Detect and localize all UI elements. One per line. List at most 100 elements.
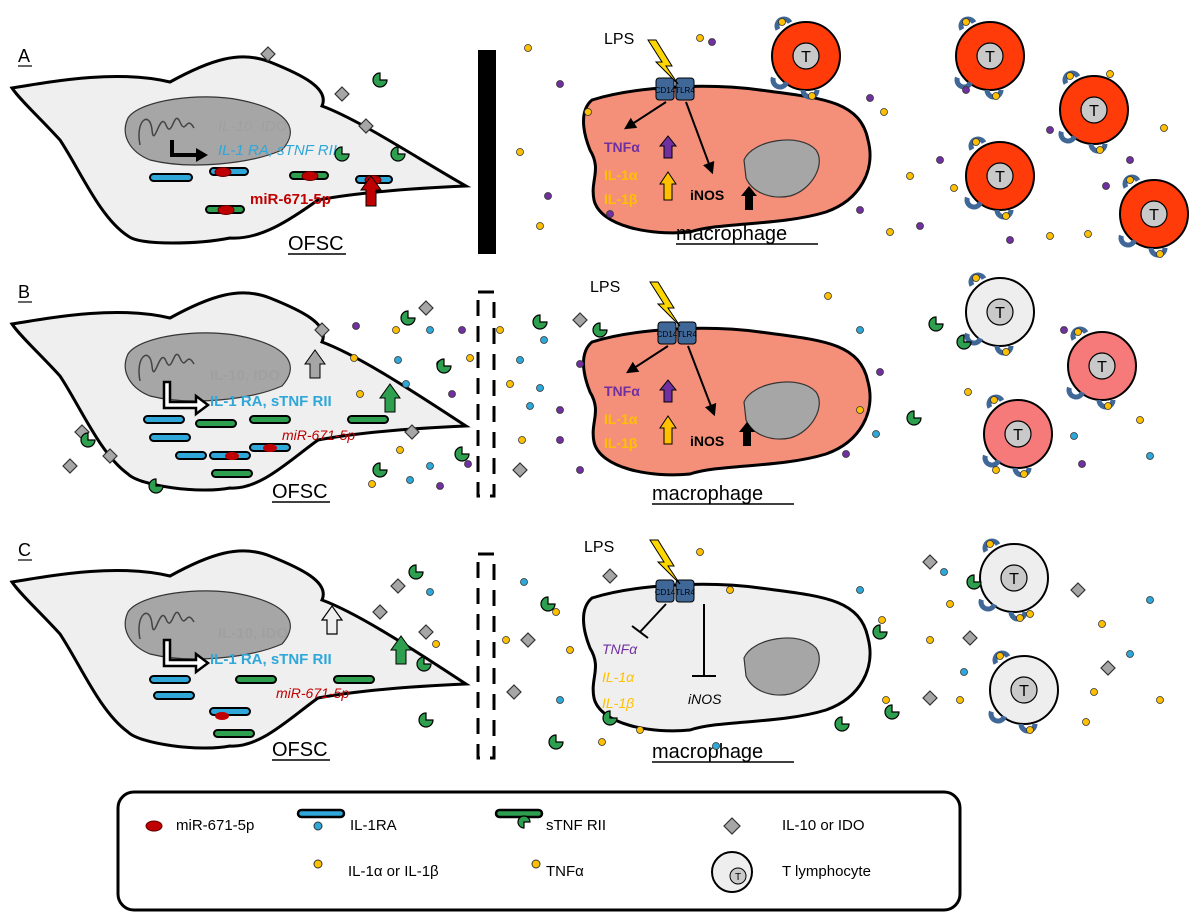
cytokine-molecule [696,548,704,556]
legend-stnf-label: sTNF RII [546,817,606,834]
legend-il10-label: IL-10 or IDO [782,817,865,834]
cytokine-bound [962,18,970,26]
cytokine-bound [808,92,816,100]
cytokine-molecule [1046,232,1054,240]
stnf-rii-molecule [540,596,556,612]
ofsc-label: OFSC [272,739,328,761]
cytokine-molecule [1006,236,1014,244]
cytokine-molecule [1106,70,1114,78]
receptor-complex: CD14 TLR4 [655,579,695,603]
signal-arrow [687,345,717,417]
label-il1ra: IL-1 RA, sTNF RII [218,142,337,159]
signal-arrow [625,345,669,374]
stnf-rii-molecule [872,624,888,640]
cytokine-molecule [356,390,364,398]
macrophage-label: macrophage [652,483,763,505]
panel-a: A IL-10, IDO IL-1 RA, sTNF RII miR-671-5… [9,31,872,255]
il10-ido-molecule [418,624,434,640]
t-lymphocyte-label: T [995,305,1005,322]
cytokine-molecule [502,636,510,644]
up-arrow-il1 [659,171,677,201]
il10-ido-molecule [602,568,618,584]
dashed-barrier [476,552,496,760]
label-inos: iNOS [690,433,724,449]
t-lymphocyte-label: T [1089,103,1099,120]
panel-letter-b: B [18,282,30,302]
dashed-barrier [476,290,496,498]
t-lymphocyte-nucleus [986,162,1014,190]
t-cell-receptor [978,598,997,612]
tlr4-label: TLR4 [675,86,695,95]
cytokine-molecule [940,568,948,576]
il10-ido-molecule [260,46,276,62]
t-cell-receptor [954,76,973,90]
stnf-rii-molecule [418,712,434,728]
t-cell-receptor [964,196,983,210]
cytokine-bound [972,274,980,282]
cytokine-molecule [520,578,528,586]
cytokine-molecule [856,586,864,594]
macrophage-label: macrophage [652,741,763,763]
stnf-rii-molecule [334,146,350,162]
cytokine-molecule [536,222,544,230]
cytokine-molecule [1070,432,1078,440]
cytokine-molecule [576,466,584,474]
cytokine-molecule [856,406,864,414]
tlr4-label: TLR4 [677,330,697,339]
cytokine-molecule [536,384,544,392]
cytokine-molecule [598,738,606,746]
cytokine-molecule [606,210,614,218]
cytokine-molecule [1146,596,1154,604]
transcription-arrow-c [162,638,211,675]
up-arrow-tnf [658,135,678,159]
cytokine-bound [1026,726,1034,734]
legend-tcell-t: T [735,872,741,883]
cytokine-bound [1126,176,1134,184]
t-lymphocyte-label: T [1009,571,1019,588]
il10-ido-molecule [1100,660,1116,676]
cytokine-molecule [524,44,532,52]
t-lymphocyte-nucleus [1010,676,1038,704]
stnf-rii-molecule [436,358,452,374]
legend-mir-label: miR-671-5p [176,817,254,834]
label-il1b: IL-1β [604,191,638,207]
label-tnf: TNFα [602,641,638,657]
il10-ido-molecule [404,424,420,440]
t-cell-receptor [1058,130,1077,144]
cytokine-molecule [872,430,880,438]
il10-ido-molecule [1070,582,1086,598]
cytokine-molecule [1136,416,1144,424]
cytokine-molecule [394,356,402,364]
il10-ido-molecule [358,118,374,134]
label-il10-ido: IL-10, IDO [218,118,288,135]
cytokine-molecule [712,742,720,750]
stnf-rii-molecule [454,446,470,462]
cytokine-bound [1156,250,1164,258]
up-arrow-il10 [320,604,344,635]
receptor-complex: CD14 TLR4 [657,321,697,345]
chromatin-coil [138,117,195,146]
cytokine-molecule [584,108,592,116]
cytokine-molecule [436,482,444,490]
cytokine-molecule [696,34,704,42]
macrophage-cell [582,326,872,477]
stnf-rii-molecule [408,564,424,580]
cd14-label: CD14 [657,330,678,339]
t-lymphocyte-nucleus [1088,352,1116,380]
cytokine-molecule [392,326,400,334]
il10-ido-molecule [572,312,588,328]
label-il1a: IL-1α [602,669,635,685]
cytokine-molecule [946,600,954,608]
chromatin-coil [138,611,195,640]
cytokine-molecule [432,640,440,648]
cytokine-bound [1066,72,1074,80]
t-lymphocyte-label: T [995,169,1005,186]
stnf-rii-molecule [956,334,972,350]
cytokine-bound [990,396,998,404]
stnf-rii-molecule [928,316,944,332]
il10-ido-molecule [334,86,350,102]
cytokine-molecule [544,192,552,200]
cytokine-molecule [1090,688,1098,696]
cytokine-molecule [518,436,526,444]
